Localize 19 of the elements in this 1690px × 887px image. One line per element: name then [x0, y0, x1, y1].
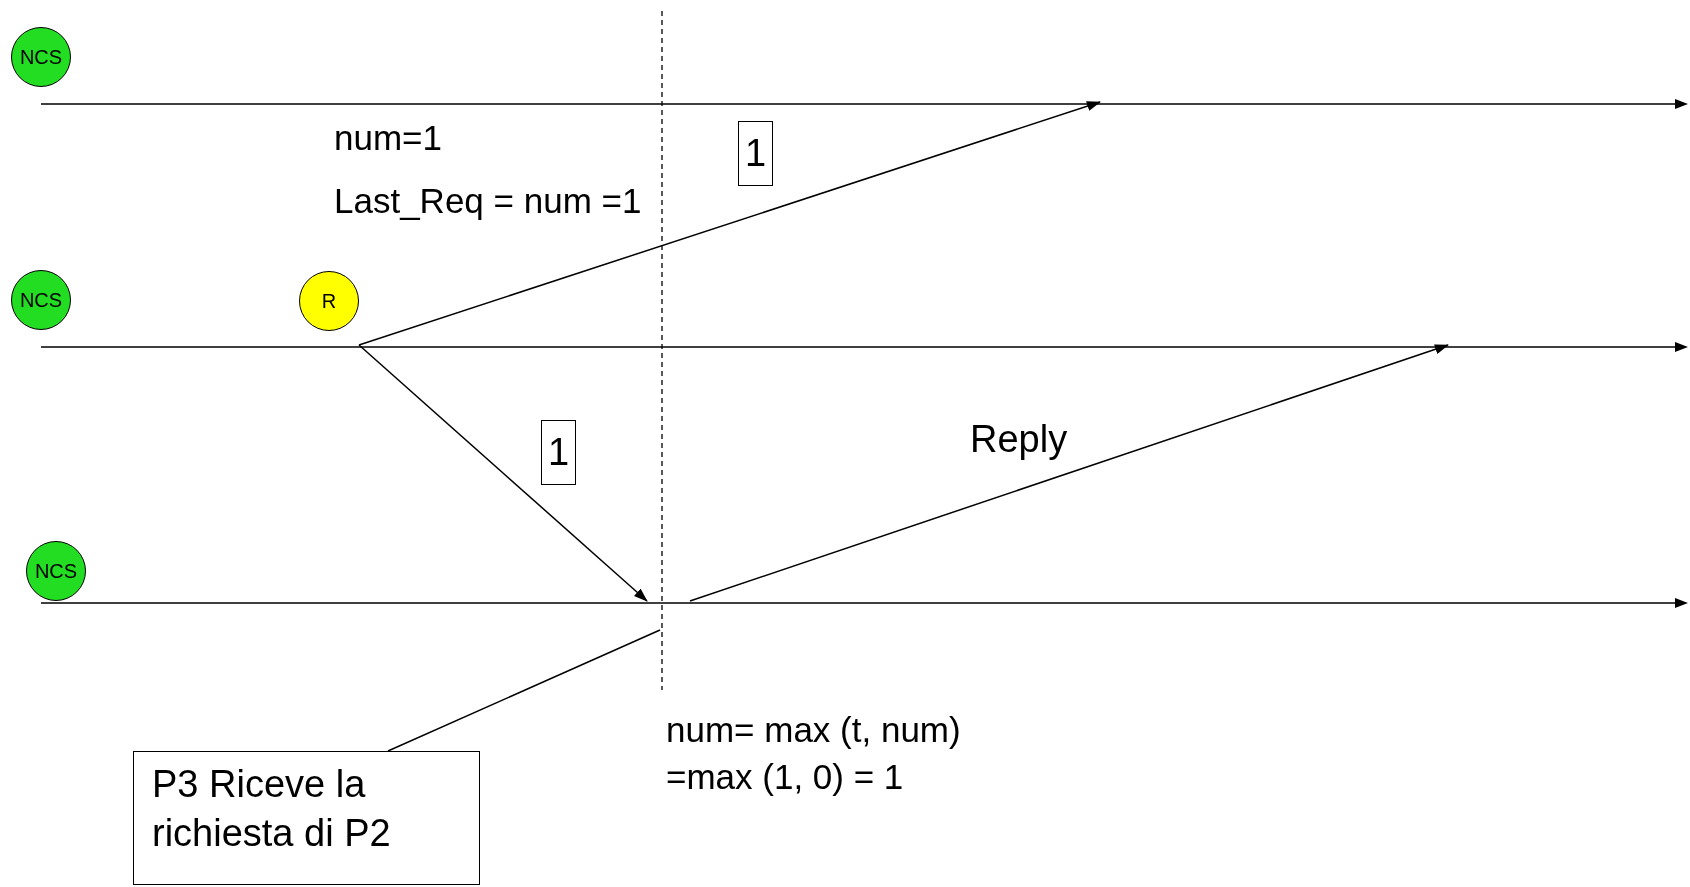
message-arrow [358, 344, 648, 602]
message-arrow [358, 101, 1101, 346]
process-circle: NCS [26, 541, 86, 601]
message-number: 1 [541, 420, 577, 485]
leader-line [387, 629, 661, 752]
edge-label: Reply [970, 418, 1068, 461]
variable-note: num=1 [334, 118, 442, 158]
timeline-arrow [41, 595, 1688, 607]
variable-note: Last_Req = num =1 [334, 181, 642, 221]
message-number: 1 [738, 121, 774, 186]
message-arrow [689, 344, 1449, 602]
variable-note: =max (1, 0) = 1 [666, 757, 904, 797]
variable-note: num= max (t, num) [666, 710, 961, 750]
timeline-arrow [41, 339, 1688, 351]
timeline-arrow [41, 96, 1688, 108]
note-box: P3 Riceve la richiesta di P2 [133, 751, 480, 885]
request-circle: R [299, 271, 359, 331]
process-circle: NCS [11, 270, 71, 330]
process-circle: NCS [11, 27, 71, 87]
